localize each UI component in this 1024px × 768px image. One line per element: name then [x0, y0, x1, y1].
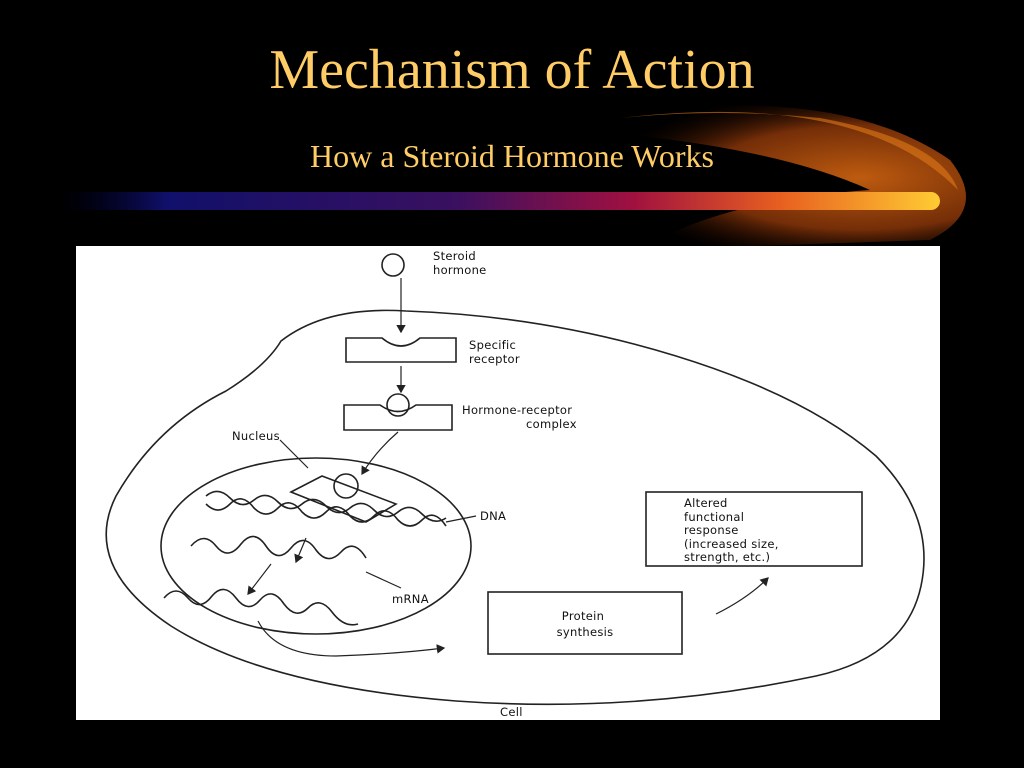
label-nucleus: Nucleus [232, 429, 280, 443]
label-altered-response: Altered functional response (increased s… [684, 496, 783, 564]
slide-subtitle: How a Steroid Hormone Works [310, 138, 714, 174]
nucleus-leader-line [279, 439, 309, 469]
mrna-in-cytoplasm [163, 588, 359, 626]
hormone-on-dna [333, 473, 359, 499]
label-specific-receptor: Specific receptor [469, 338, 520, 366]
protein-synthesis-box [487, 591, 683, 655]
mrna-leader-line [365, 571, 402, 589]
hormone-receptor-complex-shape [343, 404, 453, 431]
label-mrna: mRNA [392, 592, 429, 606]
altered-response-box [645, 491, 863, 567]
decorative-swoosh-banner [60, 105, 966, 251]
label-protein-synthesis: Protein synthesis [557, 609, 614, 639]
mrna-in-nucleus [190, 535, 367, 560]
specific-receptor-shape [345, 337, 457, 363]
arrow-to-protein-synthesis [257, 620, 446, 657]
steroid-hormone-molecule [381, 253, 405, 277]
cell-membrane [105, 309, 925, 706]
dna-strand-a [205, 490, 447, 522]
dna-strand-b [205, 498, 447, 527]
nucleus [160, 457, 472, 635]
label-hormone-receptor-complex: Hormone-receptor complex [462, 403, 577, 431]
steroid-mechanism-diagram: Steroid hormone Specific receptor Hormon… [76, 246, 940, 720]
arrow-to-altered-response [715, 577, 769, 615]
label-dna: DNA [480, 509, 506, 523]
bound-hormone-molecule [386, 393, 410, 417]
label-steroid-hormone: Steroid hormone [433, 249, 487, 277]
slide-title: Mechanism of Action [269, 39, 755, 101]
arrow-complex-to-nucleus [361, 431, 399, 476]
label-cell: Cell [500, 705, 523, 719]
arrow-dna-to-mrna [294, 537, 307, 564]
dna-leader-line [445, 515, 477, 523]
arrow-mrna-export [247, 563, 272, 595]
